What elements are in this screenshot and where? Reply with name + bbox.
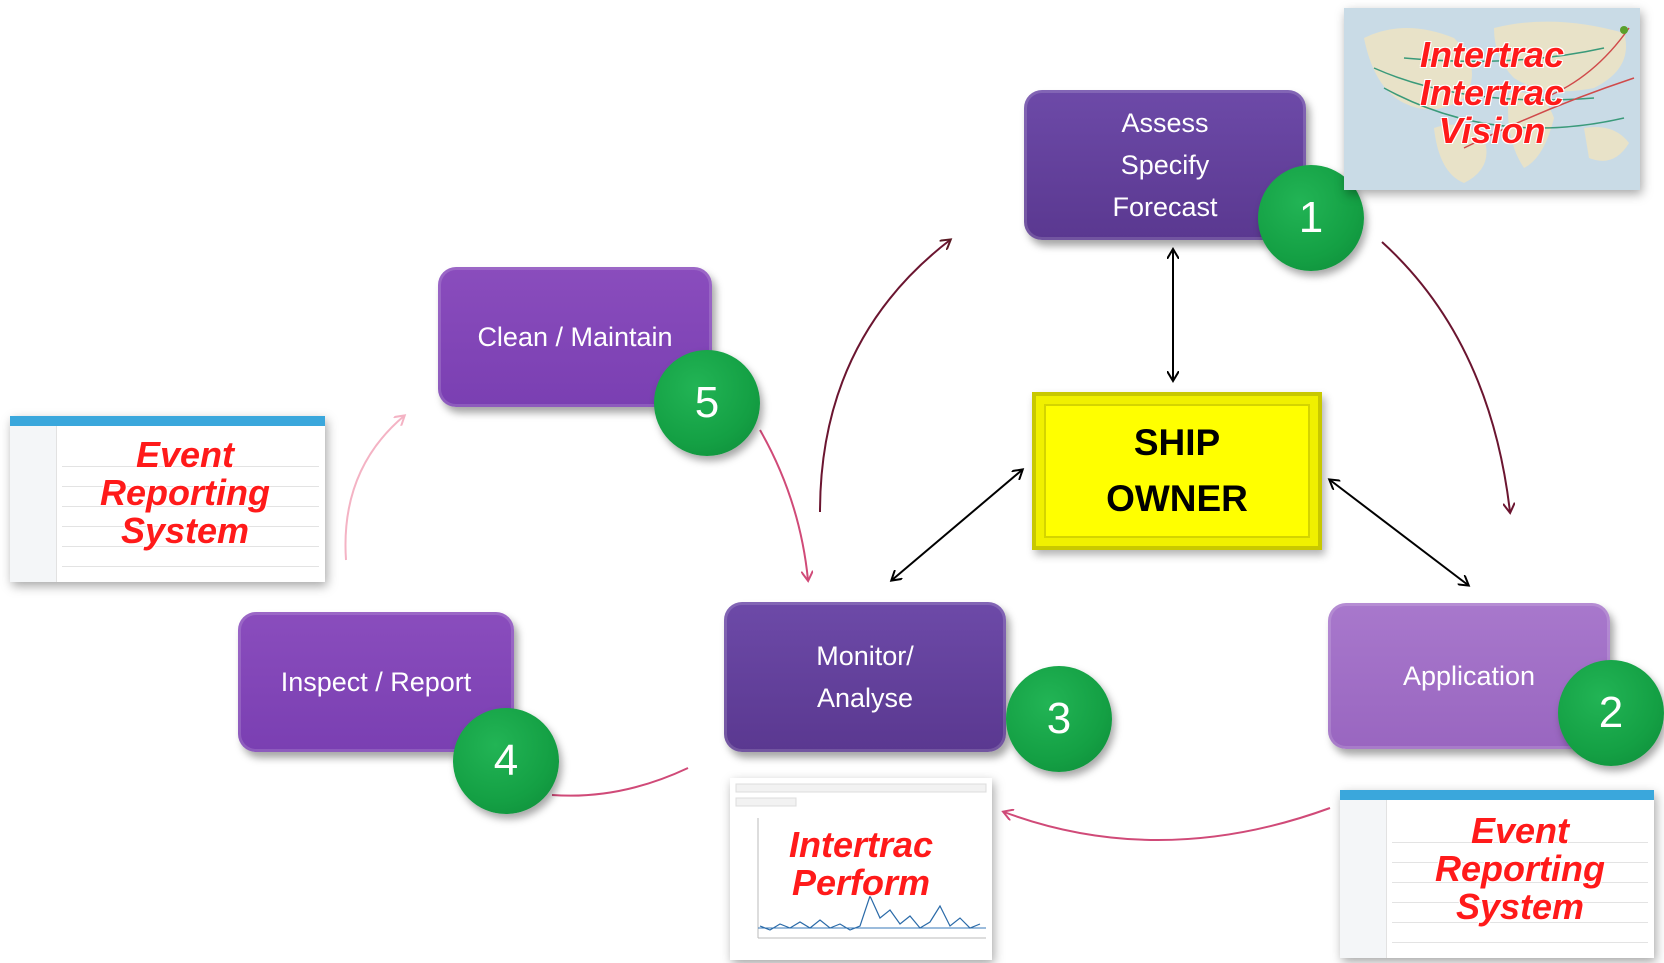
thumbnail-row	[1392, 882, 1648, 883]
clean-maintain-label: Clean / Maintain	[477, 322, 673, 352]
thumbnail-header-bar	[10, 416, 325, 426]
application-label: Application	[1402, 661, 1536, 691]
vision-line-3: Vision	[1438, 109, 1546, 151]
perform-overlay-text: Intertrac Perform	[730, 826, 992, 902]
event-right-line-2: Reporting	[1435, 847, 1605, 889]
thumbnail-row	[62, 526, 319, 527]
thumbnail-row	[1392, 862, 1648, 863]
step-5-badge: 5	[654, 350, 760, 456]
clean-maintain-box: Clean / Maintain	[438, 267, 712, 407]
arrow-clean-to-monitor	[759, 429, 808, 580]
event-left-overlay-text: Event Reporting System	[70, 436, 300, 549]
monitor-analyse-box: Monitor/ Analyse	[724, 602, 1006, 752]
vision-overlay-text: Intertrac Intertrac Vision	[1344, 36, 1640, 149]
assess-line-3: Forecast	[1112, 192, 1218, 222]
intertrac-vision-thumbnail: Intertrac Intertrac Vision	[1344, 8, 1640, 190]
vision-line-2: Intertrac	[1419, 71, 1565, 113]
thumbnail-row	[1392, 942, 1648, 943]
vision-line-1: Intertrac	[1419, 34, 1565, 75]
assess-line-2: Specify	[1120, 150, 1210, 180]
ship-owner-box: SHIP OWNER	[1032, 392, 1322, 550]
step-3-badge: 3	[1006, 666, 1112, 772]
arrow-owner-application	[1330, 480, 1468, 585]
arrow-assess-to-application	[1381, 241, 1510, 512]
thumbnail-row	[62, 566, 319, 567]
thumbnail-row	[1392, 902, 1648, 903]
arrow-event-to-clean	[344, 416, 404, 561]
event-reporting-thumbnail-left: Event Reporting System	[10, 416, 325, 582]
assess-line-1: Assess	[1121, 108, 1209, 138]
thumbnail-header-bar	[1340, 790, 1654, 800]
event-right-line-1: Event	[1470, 810, 1570, 851]
inspect-report-label: Inspect / Report	[280, 667, 472, 697]
arrow-monitor-to-assess	[819, 240, 950, 513]
thumbnail-row	[62, 506, 319, 507]
monitor-line-2: Analyse	[816, 683, 914, 713]
arrow-monitor-to-inspect	[551, 767, 689, 797]
thumbnail-row	[62, 466, 319, 467]
event-left-line-3: System	[120, 509, 250, 551]
arrow-owner-monitor	[892, 470, 1022, 580]
event-reporting-thumbnail-right: Event Reporting System	[1340, 790, 1654, 958]
intertrac-perform-thumbnail: Intertrac Perform	[730, 778, 992, 960]
thumbnail-sidebar	[1340, 800, 1387, 958]
arrow-application-to-perform	[1004, 807, 1331, 842]
world-map-image	[1364, 21, 1635, 183]
monitor-line-1: Monitor/	[816, 641, 914, 671]
thumbnail-sidebar	[10, 426, 57, 582]
event-left-line-1: Event	[135, 434, 235, 475]
owner-line-2: OWNER	[1106, 478, 1248, 519]
perform-line-2: Perform	[791, 861, 931, 903]
event-right-line-3: System	[1455, 885, 1585, 927]
step-4-badge: 4	[453, 708, 559, 814]
thumbnail-row	[62, 486, 319, 487]
thumbnail-row	[62, 546, 319, 547]
perform-line-1: Intertrac	[788, 824, 934, 865]
thumbnail-row	[1392, 922, 1648, 923]
owner-line-1: SHIP	[1133, 422, 1221, 463]
event-left-line-2: Reporting	[100, 471, 270, 513]
performance-plot-image	[735, 783, 987, 939]
step-2-badge: 2	[1558, 660, 1664, 766]
thumbnail-row	[1392, 842, 1648, 843]
event-right-overlay-text: Event Reporting System	[1400, 812, 1640, 925]
